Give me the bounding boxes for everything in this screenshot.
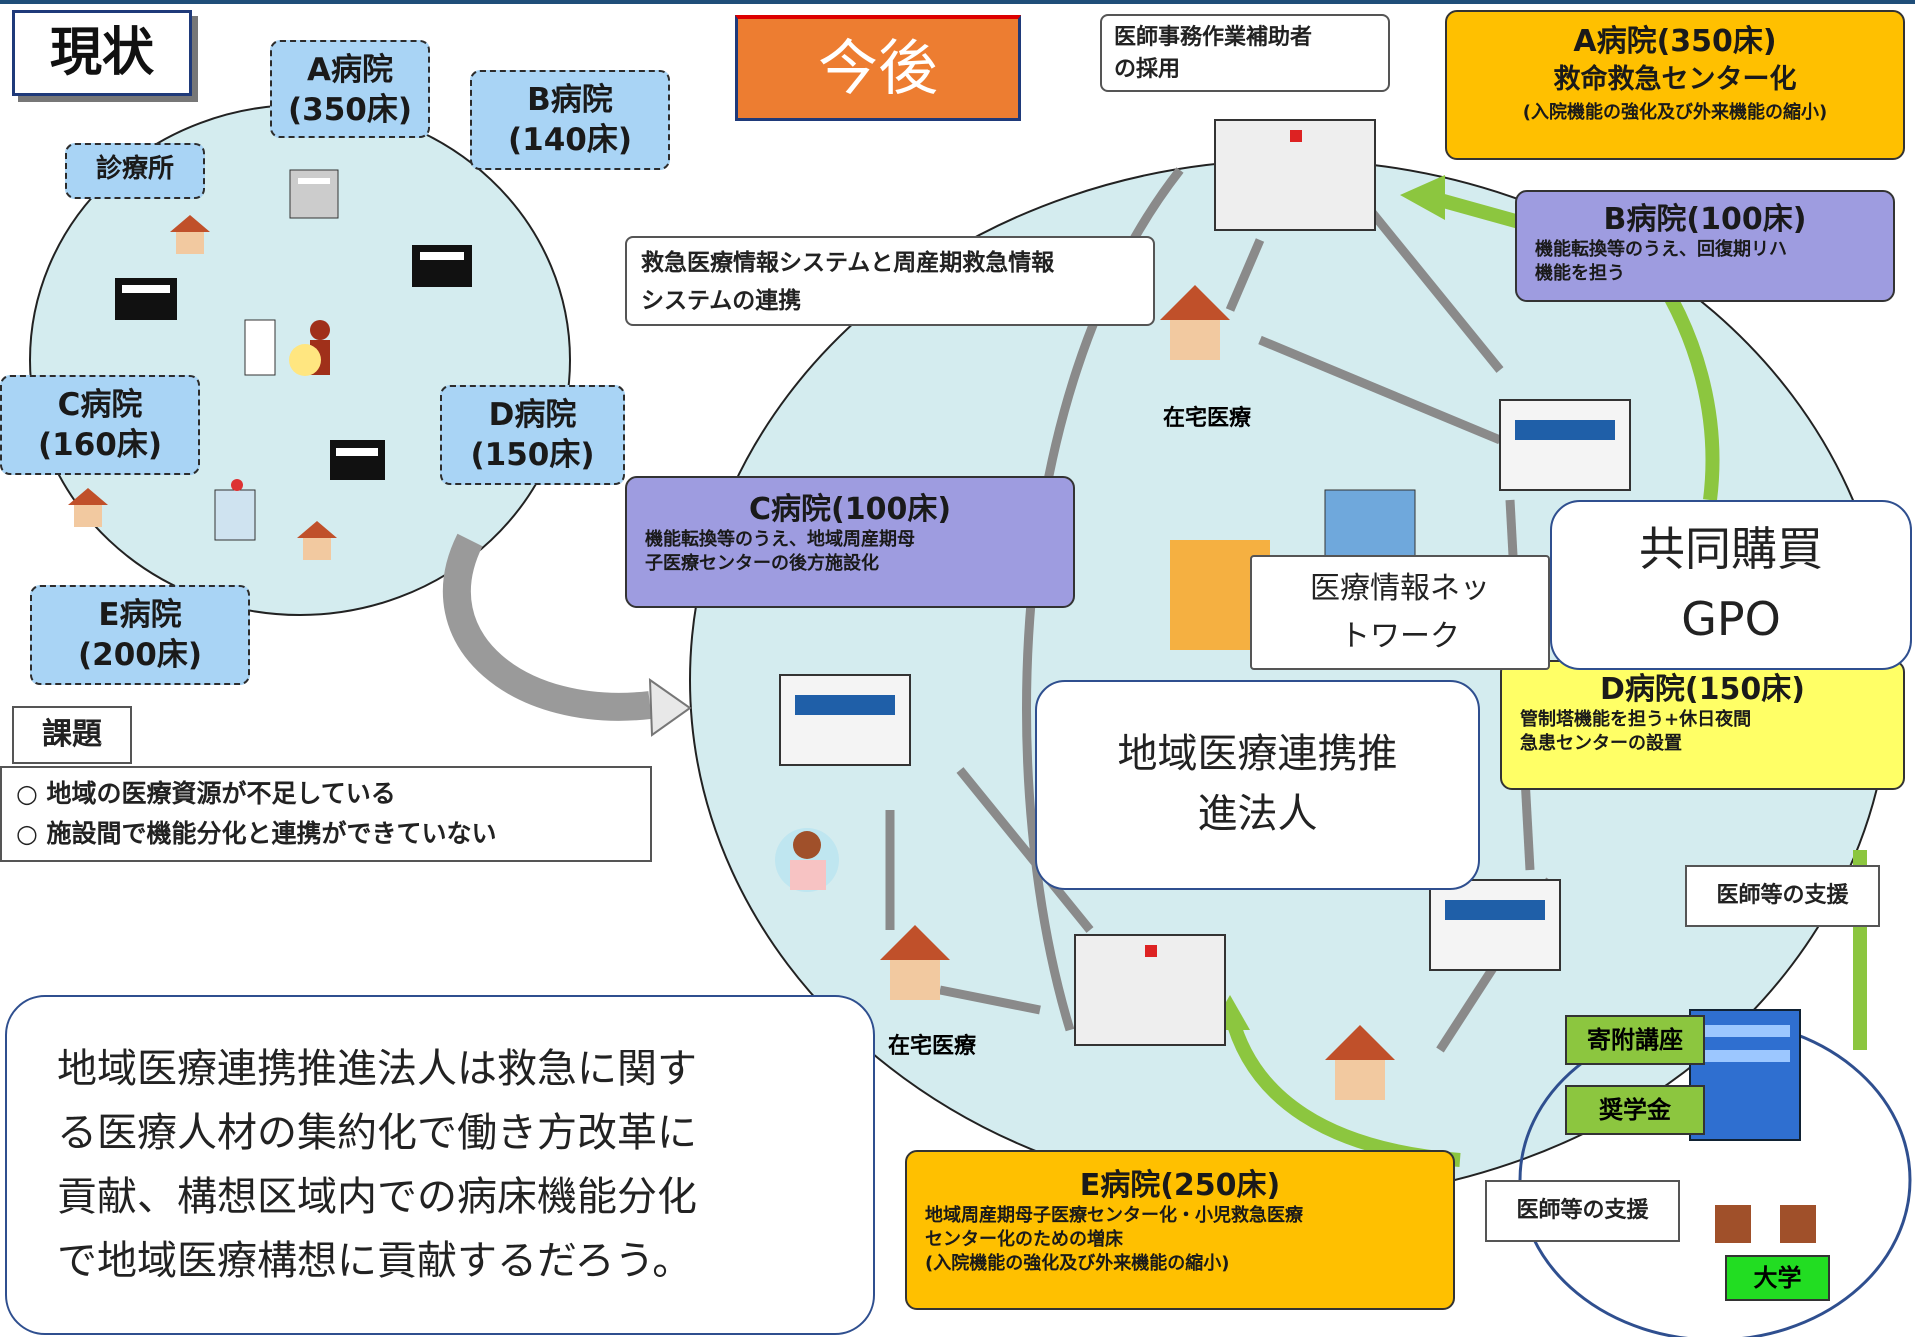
future-hospital-c-title: C病院(100床) (748, 492, 952, 527)
building-icon (330, 440, 385, 480)
building-icon (289, 169, 339, 219)
future-hospital-e-title: E病院(250床) (1079, 1168, 1281, 1203)
future-hospital-c-desc: 機能転換等のうえ、地域周産期母 子医療センターの後方施設化 (645, 529, 915, 574)
future-hospital-e-desc: 地域周産期母子医療センター化・小児救急医療 センター化のための増床 (入院機能の… (925, 1205, 1303, 1274)
doctor-patient-icon (244, 319, 330, 376)
doctor-support-label: 医師等の支援 (1685, 865, 1880, 927)
current-hospital-b-bubble: B病院 (140床) (470, 70, 670, 170)
professor-icon (1715, 1205, 1816, 1243)
issue-item: ○ 施設間で機能分化と連携ができていない (16, 819, 497, 848)
gpo-line2: GPO (1681, 592, 1781, 646)
hospital-b-building-icon (1499, 399, 1631, 491)
future-hospital-a-callout: A病院(350床) 救命救急センター化 (入院機能の強化及び外来機能の縮小) (1445, 10, 1905, 160)
hospital-e-building-icon (1074, 934, 1226, 1046)
current-clinic-bubble: 診療所 (65, 143, 205, 199)
future-hospital-b-desc: 機能転換等のうえ、回復期リハ 機能を担う (1535, 239, 1787, 284)
issues-list: ○ 地域の医療資源が不足している ○ 施設間で機能分化と連携ができていない (0, 766, 652, 862)
current-title-box: 現状 (12, 10, 192, 96)
current-hospital-a-bubble: A病院 (350床) (270, 40, 430, 138)
network-building-icon (1324, 489, 1416, 561)
house-icon (880, 925, 950, 1000)
clinic-icon (214, 479, 256, 541)
medical-network-box: 医療情報ネッ トワーク (1250, 555, 1550, 670)
home-care-label: 在宅医療 (1162, 406, 1251, 431)
university-label: 大学 (1725, 1255, 1830, 1301)
hospital-c-building-icon (779, 674, 911, 766)
assistant-hiring-box: 医師事務作業補助者 の採用 (1100, 14, 1390, 92)
future-hospital-d-desc: 管制塔機能を担う+休日夜間 急患センターの設置 (1520, 709, 1752, 754)
hospital-a-building-icon (1214, 119, 1376, 231)
nurse-icon (775, 828, 839, 892)
future-hospital-d-title: D病院(150床) (1600, 672, 1805, 707)
current-hospital-d-bubble: D病院 (150床) (440, 385, 625, 485)
summary-note: 地域医療連携推進法人は救急に関す る医療人材の集約化で働き方改革に 貢献、構想区… (5, 995, 875, 1335)
scholarship-label: 奨学金 (1565, 1085, 1705, 1135)
future-hospital-b-title: B病院(100床) (1603, 202, 1807, 237)
current-hospital-c-bubble: C病院 (160床) (0, 375, 200, 475)
current-hospital-e-bubble: E病院 (200床) (30, 585, 250, 685)
regional-medical-corporation-box: 地域医療連携推 進法人 (1035, 680, 1480, 890)
future-hospital-a-title: A病院(350床) (1573, 24, 1777, 59)
endowed-chair-label: 寄附講座 (1565, 1015, 1705, 1065)
issue-item: ○ 地域の医療資源が不足している (16, 779, 396, 808)
future-title-box: 今後 (735, 15, 1021, 121)
future-hospital-e-callout: E病院(250床) 地域周産期母子医療センター化・小児救急医療 センター化のため… (905, 1150, 1455, 1310)
issues-title: 課題 (12, 706, 132, 764)
top-border (0, 0, 1915, 4)
future-hospital-b-callout: B病院(100床) 機能転換等のうえ、回復期リハ 機能を担う (1515, 190, 1895, 302)
transition-arrow (443, 533, 652, 721)
building-icon (115, 278, 177, 320)
future-hospital-c-callout: C病院(100床) 機能転換等のうえ、地域周産期母 子医療センターの後方施設化 (625, 476, 1075, 608)
house-icon (1160, 285, 1230, 360)
house-icon (170, 215, 210, 254)
gpo-line1: 共同購買 (1639, 522, 1823, 576)
building-icon (412, 245, 472, 287)
gpo-box: 共同購買 GPO (1550, 500, 1912, 670)
house-icon (1325, 1025, 1395, 1100)
house-icon (68, 488, 108, 527)
doctor-support-label: 医師等の支援 (1485, 1180, 1680, 1242)
house-icon (297, 521, 337, 560)
university-building-icon (1689, 1009, 1801, 1141)
emergency-system-box: 救急医療情報システムと周産期救急情報 システムの連携 (625, 236, 1155, 326)
future-hospital-a-line2: (入院機能の強化及び外来機能の縮小) (1522, 102, 1828, 123)
future-hospital-a-line1: 救命救急センター化 (1553, 64, 1797, 95)
hospital-d-building-icon (1429, 879, 1561, 971)
home-care-label: 在宅医療 (887, 1034, 976, 1059)
future-hospital-d-callout: D病院(150床) 管制塔機能を担う+休日夜間 急患センターの設置 (1500, 660, 1905, 790)
